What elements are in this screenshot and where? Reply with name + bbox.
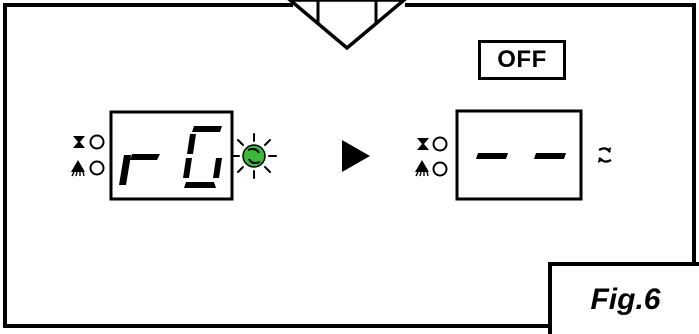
hourglass-icon <box>417 138 429 150</box>
shower-icon <box>70 159 86 177</box>
left-display-digit-g <box>183 126 222 188</box>
right-display-dash-2 <box>534 153 566 159</box>
fan-icon-blinking <box>231 133 277 179</box>
right-display-dash-1 <box>476 153 508 159</box>
left-mode-icons <box>70 134 105 177</box>
mode-led-2 <box>432 161 448 177</box>
play-arrow-icon <box>342 140 370 172</box>
left-display-digit-r <box>119 154 160 185</box>
mode-led-2 <box>89 160 105 176</box>
outer-frame <box>3 3 696 328</box>
hourglass-icon <box>73 136 85 148</box>
right-mode-icons <box>414 136 448 177</box>
down-arrow-icon <box>287 0 407 51</box>
figure-label: Fig.6 <box>548 262 699 334</box>
shower-icon <box>414 159 430 177</box>
mode-led-1 <box>89 134 105 150</box>
mode-led-1 <box>432 136 448 152</box>
off-status-label: OFF <box>478 40 566 80</box>
fan-icon <box>598 147 612 163</box>
